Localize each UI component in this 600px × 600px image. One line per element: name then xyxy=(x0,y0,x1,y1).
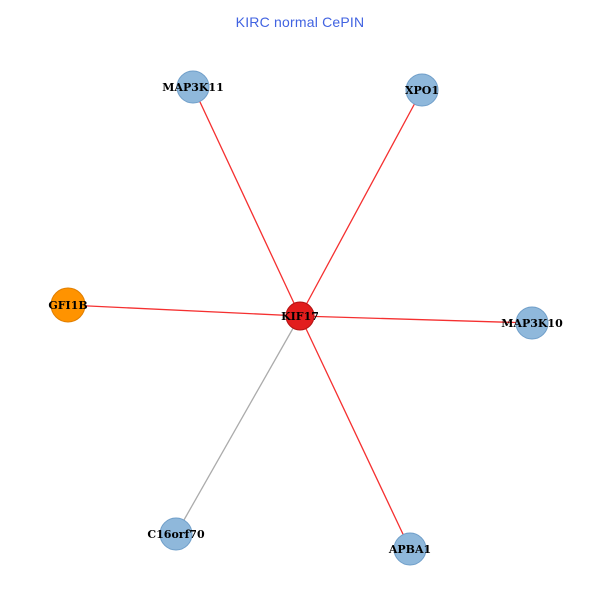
node-label-MAP3K11: MAP3K11 xyxy=(162,81,224,94)
node-MAP3K11 xyxy=(176,70,210,104)
edge-KIF17-C16orf70 xyxy=(175,315,301,535)
edge-KIF17-GFI1B xyxy=(67,304,301,317)
node-XPO1 xyxy=(405,73,439,107)
node-APBA1 xyxy=(393,532,427,566)
node-label-XPO1: XPO1 xyxy=(405,84,439,97)
node-GFI1B xyxy=(50,287,86,323)
node-C16orf70 xyxy=(159,517,193,551)
node-label-APBA1: APBA1 xyxy=(388,543,431,556)
edge-KIF17-MAP3K10 xyxy=(299,315,533,324)
edge-KIF17-XPO1 xyxy=(299,89,423,317)
node-label-KIF17: KIF17 xyxy=(281,310,319,323)
node-MAP3K10 xyxy=(515,306,549,340)
edge-KIF17-MAP3K11 xyxy=(192,86,301,317)
plot-title: KIRC normal CePIN xyxy=(235,14,365,30)
node-label-GFI1B: GFI1B xyxy=(48,299,87,312)
edge-KIF17-APBA1 xyxy=(299,315,411,550)
node-label-MAP3K10: MAP3K10 xyxy=(501,317,563,330)
node-label-C16orf70: C16orf70 xyxy=(147,528,205,541)
node-KIF17 xyxy=(285,301,315,331)
